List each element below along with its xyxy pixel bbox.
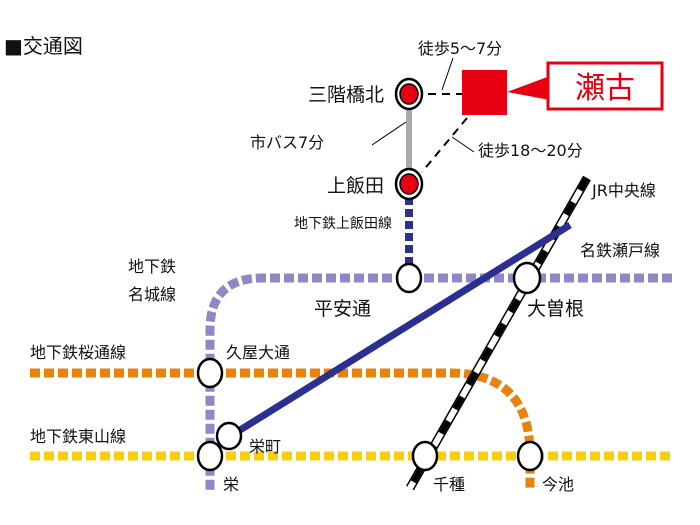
label-higashiyama-line: 地下鉄東山線	[30, 427, 126, 446]
station-kamiiida	[394, 167, 424, 201]
label-meijo-line-2: 名城線	[128, 285, 176, 304]
leader-line	[451, 136, 475, 153]
map-title: ■交通図	[4, 34, 83, 58]
leader-line	[441, 57, 454, 91]
label-meijo-line-1: 地下鉄	[128, 257, 176, 276]
destination-label-box	[546, 61, 664, 111]
label-hisaya: 久屋大通	[226, 343, 290, 362]
label-sankaibashikita: 三階橋北	[308, 84, 384, 106]
label-jr-line: JR中央線	[591, 181, 656, 200]
label-heiando: 平安通	[314, 298, 371, 320]
walk-short-label: 徒歩5〜7分	[418, 39, 502, 58]
label-kamiiida: 上飯田	[327, 175, 384, 197]
destination-marker	[462, 70, 507, 115]
label-chikusa: 千種	[433, 475, 465, 494]
walk-long-label: 徒歩18〜20分	[478, 141, 583, 160]
label-kamiiida-line: 地下鉄上飯田線	[294, 215, 392, 232]
bus-label: 市バス7分	[250, 133, 324, 152]
label-imaike: 今池	[542, 475, 574, 494]
station-chikusa	[411, 440, 439, 472]
label-sakuradori-line: 地下鉄桜通線	[30, 343, 126, 362]
meijo-line	[205, 273, 672, 492]
destination-label: 瀬古	[575, 71, 635, 106]
station-ozone	[512, 261, 542, 295]
meitetsu-line	[230, 222, 572, 438]
callout-pointer	[507, 76, 550, 100]
station-sankaibashikita	[394, 77, 424, 111]
label-meitetsu-line: 名鉄瀬戸線	[580, 241, 660, 260]
station-sakaemachi	[215, 421, 243, 451]
label-sakaemachi: 栄町	[249, 437, 281, 456]
jr-line	[406, 175, 591, 491]
station-hisaya	[196, 357, 224, 389]
station-heiando	[395, 262, 423, 294]
walk-route-long	[421, 117, 468, 173]
station-imaike	[516, 440, 544, 472]
label-sakae: 栄	[223, 475, 239, 494]
label-ozone: 大曽根	[527, 298, 584, 320]
station-sakae	[196, 440, 224, 472]
leader-line	[371, 121, 407, 146]
